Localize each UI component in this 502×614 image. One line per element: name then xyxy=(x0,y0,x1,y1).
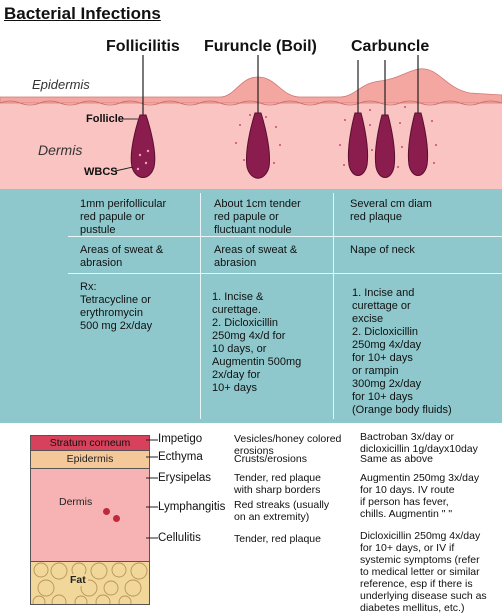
layer-stratum-corneum: Stratum corneum xyxy=(31,436,149,451)
wbc-dots xyxy=(339,106,437,168)
condition-rx: Augmentin 250mg 3x/day for 10 days. IV r… xyxy=(360,472,480,520)
lesion-dot xyxy=(113,515,120,522)
table-cell: Nape of neck xyxy=(350,244,415,256)
condition-lymphangitis: Lymphangitis xyxy=(158,501,226,513)
layer-connectors xyxy=(146,439,158,539)
follicle-bulb xyxy=(374,114,396,178)
wbcs-pointer xyxy=(114,166,134,172)
follicle-bulb xyxy=(130,114,156,178)
table-cell: Rx: Tetracycline or erythromycin 500 mg … xyxy=(80,281,153,332)
condition-desc: Vesicles/honey colored erosions xyxy=(234,433,342,457)
layer-dermis: Dermis xyxy=(31,469,149,562)
condition-desc: Tender, red plaque with sharp borders xyxy=(234,472,321,496)
table-cell: Several cm diam red plaque xyxy=(350,198,432,223)
condition-ecthyma: Ecthyma xyxy=(158,451,203,463)
dermis-label: Dermis xyxy=(38,142,83,158)
condition-rx: Dicloxicillin 250mg 4x/day for 10+ days,… xyxy=(360,530,487,614)
condition-desc: Crusts/erosions xyxy=(234,453,307,465)
table-cell: 1. Incise and curettage or excise 2. Dic… xyxy=(352,287,452,416)
layer-epidermis: Epidermis xyxy=(31,451,149,469)
dermis-layer-label: Dermis xyxy=(59,496,93,508)
follicle-bulb xyxy=(347,112,369,176)
layer-fat: Fat xyxy=(31,562,149,604)
epidermis-label: Epidermis xyxy=(32,77,90,92)
condition-erysipelas: Erysipelas xyxy=(158,472,212,484)
wbc-dots xyxy=(235,114,281,164)
follicle-bulb xyxy=(245,112,271,179)
column-divider xyxy=(333,193,334,419)
info-table: 1mm perifollicular red papule or pustule… xyxy=(0,189,502,423)
condition-impetigo: Impetigo xyxy=(158,433,203,445)
header-carbuncle: Carbuncle xyxy=(351,38,430,55)
column-divider xyxy=(200,193,201,419)
condition-cellulitis: Cellulitis xyxy=(158,532,201,544)
lesion-dot xyxy=(103,508,110,515)
epidermis-band xyxy=(0,68,502,104)
condition-rx: Same as above xyxy=(360,453,433,465)
wbcs-label: WBCS xyxy=(84,166,118,178)
table-cell: 1. Incise & curettage. 2. Dicloxicillin … xyxy=(212,291,302,394)
condition-desc: Red streaks (usually on an extremity) xyxy=(234,499,330,523)
header-furuncle: Furuncle (Boil) xyxy=(204,38,317,55)
condition-desc: Tender, red plaque xyxy=(234,533,321,545)
row-divider xyxy=(68,273,502,274)
fat-layer-label: Fat xyxy=(68,574,88,586)
skin-cross-section xyxy=(0,55,502,200)
header-follicilitis: Follicilitis xyxy=(106,38,180,55)
skin-layer-diagram: Stratum corneum Epidermis Dermis Fat xyxy=(30,435,150,605)
follicle-bulb xyxy=(407,112,429,176)
row-divider xyxy=(68,236,502,237)
table-cell: About 1cm tender red papule or fluctuant… xyxy=(214,198,301,236)
table-cell: 1mm perifollicular red papule or pustule xyxy=(80,198,167,236)
condition-rx: Bactroban 3x/day or dicloxicillin 1g/day… xyxy=(360,431,478,455)
table-cell: Areas of sweat & abrasion xyxy=(80,244,164,269)
follicle-label: Follicle xyxy=(86,113,124,125)
page-title: Bacterial Infections xyxy=(4,4,161,23)
table-cell: Areas of sweat & abrasion xyxy=(214,244,298,269)
